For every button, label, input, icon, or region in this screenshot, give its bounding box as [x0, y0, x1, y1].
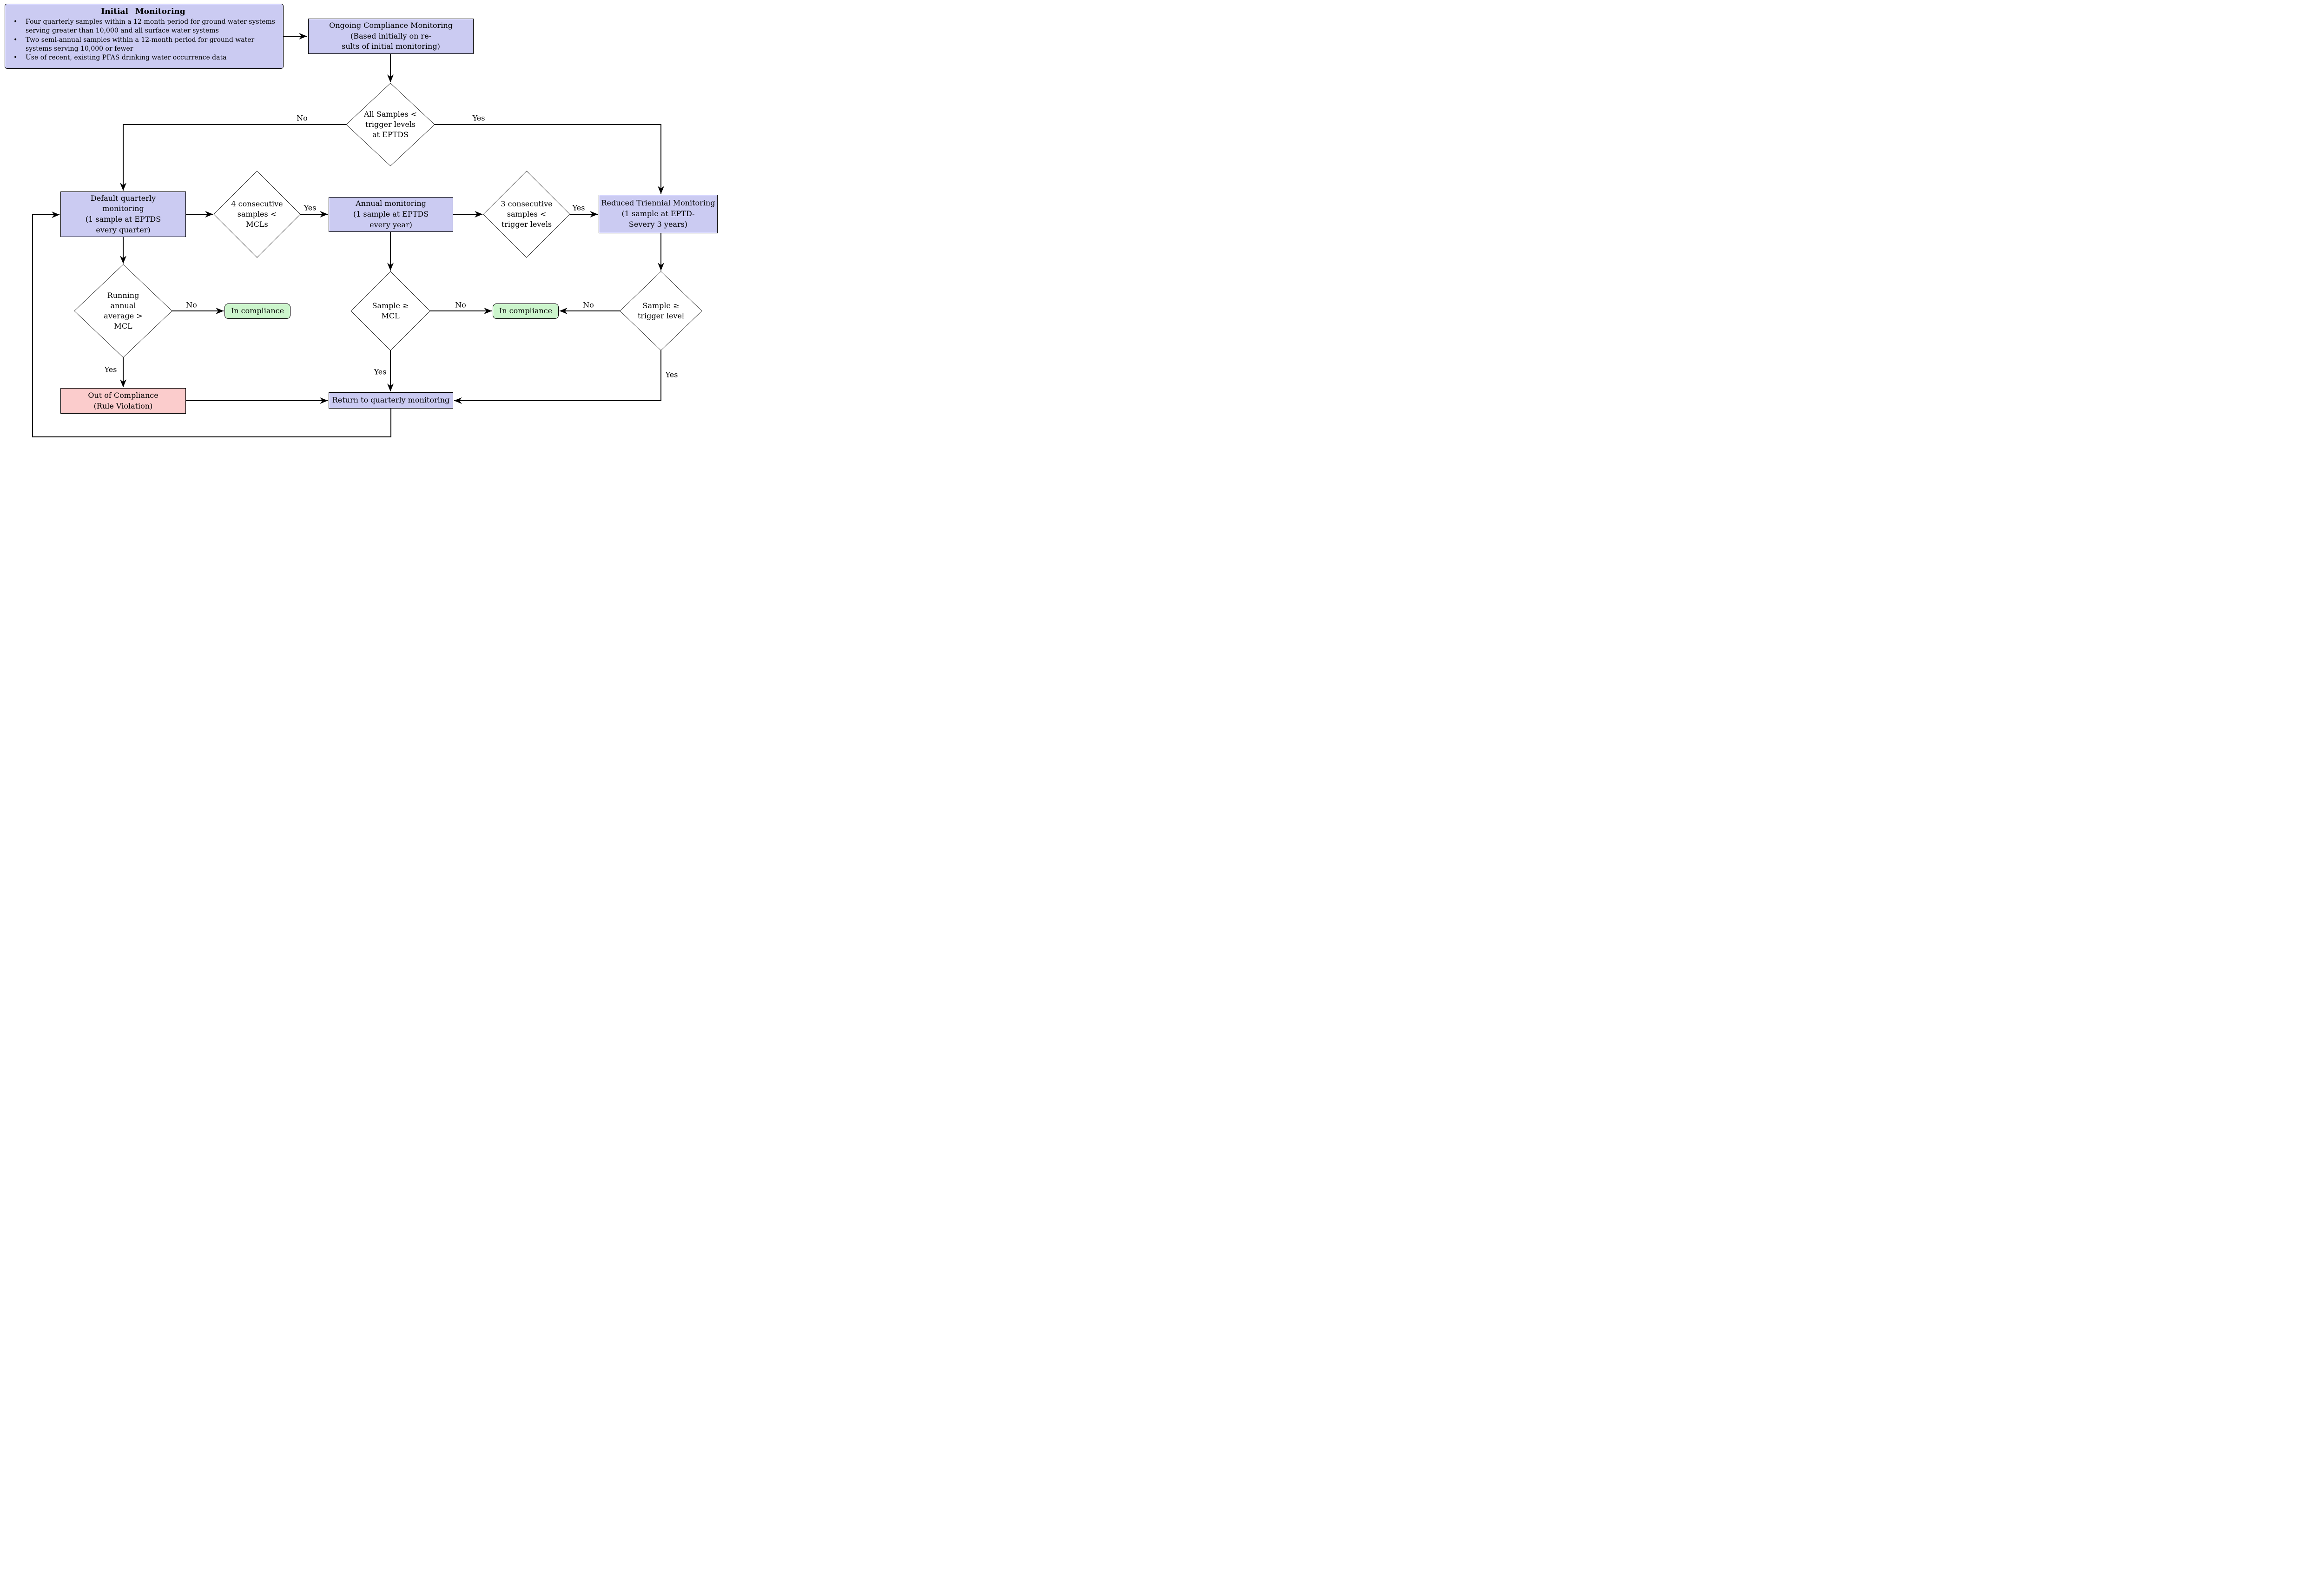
edge-label-no-trigger: No	[297, 113, 308, 123]
reduced-triennial-box: Reduced Triennial Monitoring (1 sample a…	[599, 195, 718, 233]
decision-diamond-4-consecutive	[213, 171, 301, 258]
edge-trigger-no-to-default	[120, 124, 346, 191]
decision-diamond-sample-trigger	[620, 271, 702, 351]
bullet-text: Four quarterly samples within a 12-month…	[26, 18, 275, 35]
edge-label-yes-trigger: Yes	[472, 113, 485, 123]
bullet-text: Use of recent, existing PFAS drinking wa…	[26, 54, 227, 62]
decision-sample-trigger-label: Sample ≥ trigger level	[637, 301, 685, 320]
edge-label-yes-4consecutive: Yes	[304, 203, 317, 212]
bullet-item: • Four quarterly samples within a 12-mon…	[10, 18, 277, 36]
bullet-icon: •	[13, 18, 18, 26]
decision-sample-mcl-label: Sample ≥ MCL	[372, 301, 409, 320]
bullet-icon: •	[13, 36, 18, 44]
bullet-item: • Two semi-annual samples within a 12-mo…	[10, 36, 277, 54]
initial-monitoring-title: Initial Monitoring	[101, 7, 185, 16]
annual-monitoring-box: Annual monitoring (1 sample at EPTDS eve…	[329, 197, 453, 232]
decision-3-consecutive-label: 3 consecutive samples < trigger levels	[501, 199, 553, 229]
initial-monitoring-box: Initial Monitoring • Four quarterly samp…	[5, 4, 284, 69]
return-quarterly-box: Return to quarterly monitoring	[329, 392, 453, 409]
edge-label-yes-3consecutive: Yes	[572, 203, 585, 212]
bullet-text: Two semi-annual samples within a 12-mont…	[26, 36, 255, 53]
decision-diamond-3-consecutive	[483, 171, 570, 258]
decision-4-consecutive-label: 4 consecutive samples < MCLs	[231, 199, 283, 229]
flow-connectors-layer	[32, 33, 702, 437]
edge-label-no-sample-trigger: No	[583, 300, 594, 310]
in-compliance-left-box: In compliance	[224, 304, 290, 319]
in-compliance-right-box: In compliance	[493, 304, 559, 319]
bullet-item: • Use of recent, existing PFAS drinking …	[10, 53, 277, 62]
pfas-monitoring-flowchart: Initial Monitoring • Four quarterly samp…	[0, 0, 718, 442]
bullet-icon: •	[13, 54, 18, 62]
out-of-compliance-box: Out of Compliance (Rule Violation)	[60, 388, 186, 414]
edge-label-no-running: No	[186, 300, 197, 310]
decision-running-average-label: Running annual average > MCL	[104, 290, 143, 331]
default-quarterly-box: Default quarterly monitoring (1 sample a…	[60, 191, 186, 237]
edge-trigger-level-yes-to-return	[454, 350, 661, 404]
decision-all-samples-trigger-label: All Samples < trigger levels at EPTDS	[363, 109, 417, 139]
decision-diamond-sample-mcl	[350, 271, 430, 351]
decision-diamond-running-average	[74, 264, 172, 358]
edge-return-loop-to-default	[32, 211, 391, 437]
edge-label-no-sample-mcl: No	[455, 300, 466, 310]
ongoing-compliance-box: Ongoing Compliance Monitoring (Based ini…	[308, 19, 474, 54]
edge-label-yes-running: Yes	[104, 365, 117, 374]
edge-label-yes-sample-mcl: Yes	[374, 367, 387, 376]
decision-diamond-all-samples-trigger	[346, 83, 435, 166]
edge-trigger-yes-to-reduced	[435, 124, 664, 194]
edge-label-yes-sample-trigger: Yes	[665, 370, 678, 379]
